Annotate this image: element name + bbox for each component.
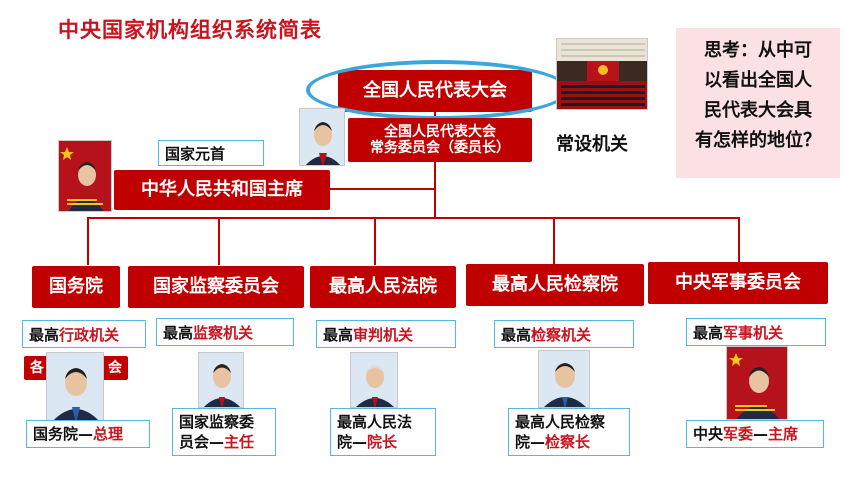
connector-president-trunk: [330, 188, 436, 190]
caption-prefix: 中央: [693, 425, 724, 443]
head-of-state-box: 国家元首: [158, 140, 264, 166]
connector-drop-4: [553, 217, 555, 265]
organ-supreme-court: 最高人民法院: [310, 266, 456, 308]
caption-prefix: 最高人民检察: [515, 413, 606, 431]
role-highlight: 检察机关: [531, 325, 592, 344]
role-box-procuratorial: 最高检察机关: [494, 320, 634, 348]
page-title: 中央国家机构组织系统简表: [58, 18, 322, 42]
leader-caption-premier: 国务院—总理: [26, 420, 150, 448]
think-line-3: 民代表大会具: [704, 100, 812, 121]
role-prefix: 最高: [501, 325, 532, 344]
supervisory-director-photo: [198, 352, 244, 408]
organ-state-council: 国务院: [32, 266, 120, 308]
role-highlight: 审判机关: [353, 325, 414, 344]
npc-standing-line2: 常务委员会（委员长）: [370, 140, 510, 156]
connector-drop-1: [87, 217, 89, 265]
organ-label: 最高人民法院: [329, 275, 437, 297]
head-of-state-label: 国家元首: [165, 144, 226, 163]
caption-prefix: 国务院—: [33, 425, 94, 443]
caption-highlight: 检察长: [545, 433, 591, 451]
connector-drop-3: [374, 217, 376, 265]
role-prefix: 最高: [323, 325, 354, 344]
connector-horizontal-bus: [87, 217, 739, 219]
caption-prefix-2: 院—: [337, 433, 368, 451]
role-box-supervisory: 最高监察机关: [156, 318, 294, 346]
president-photo: [58, 140, 112, 212]
caption-prefix-2: 院—: [515, 433, 546, 451]
organ-supreme-procuratorate: 最高人民检察院: [466, 264, 644, 306]
portrait-illustration: [539, 351, 589, 407]
role-box-administrative: 最高行政机关: [22, 320, 146, 348]
role-box-military: 最高军事机关: [686, 318, 826, 346]
organ-label: 最高人民检察院: [492, 273, 618, 295]
premier-photo: [46, 352, 104, 422]
president-box: 中华人民共和国主席: [114, 170, 330, 210]
portrait-illustration: [199, 353, 243, 407]
caption-prefix: 最高人民法: [337, 413, 413, 431]
court-president-photo: [350, 352, 398, 408]
role-box-judicial: 最高审判机关: [316, 320, 456, 348]
leader-caption-military: 中央军委—主席: [686, 420, 824, 448]
role-prefix: 最高: [693, 323, 724, 342]
ministries-left: 各: [30, 359, 44, 376]
great-hall-image: [556, 38, 648, 110]
permanent-organ-label: 常设机关: [556, 134, 628, 155]
organ-label: 国务院: [49, 275, 103, 297]
caption-highlight: 总理: [93, 425, 124, 443]
portrait-illustration: [727, 347, 787, 419]
caption-prefix-2: 员会—: [179, 433, 225, 451]
organ-label: 中央军事委员会: [675, 271, 801, 293]
think-line-1: 思考：从中可: [704, 40, 812, 61]
leader-caption-supervisory: 国家监察委 员会—主任: [172, 408, 276, 456]
caption-highlight: 院长: [367, 433, 398, 451]
role-prefix: 最高: [29, 325, 60, 344]
connector-drop-5: [738, 217, 740, 265]
caption-highlight: 军委: [723, 425, 754, 443]
npc-standing-line1: 全国人民代表大会: [384, 123, 496, 140]
role-highlight: 行政机关: [59, 325, 120, 344]
connector-drop-2: [218, 217, 220, 265]
role-highlight: 军事机关: [723, 323, 784, 342]
military-chair-photo: [726, 346, 788, 420]
think-line-2: 以看出全国人: [704, 70, 812, 91]
npc-highlight-ellipse: [306, 60, 570, 120]
think-box: 思考：从中可 以看出全国人 民代表大会具 有怎样的地位？: [676, 28, 840, 178]
portrait-illustration: [351, 353, 397, 407]
portrait-illustration: [300, 109, 344, 165]
procurator-general-photo: [538, 350, 590, 408]
standing-chair-photo: [299, 108, 345, 166]
leader-caption-procuratorate: 最高人民检察 院—检察长: [508, 408, 630, 456]
think-line-4: 有怎样的地位？: [695, 130, 821, 151]
caption-highlight: 主任: [224, 433, 255, 451]
role-highlight: 监察机关: [193, 323, 254, 342]
ministries-right: 会: [108, 359, 122, 376]
organ-label: 国家监察委员会: [153, 275, 279, 297]
organ-supervisory-commission: 国家监察委员会: [128, 266, 304, 308]
great-hall-illustration: [557, 39, 647, 109]
president-label: 中华人民共和国主席: [141, 178, 303, 200]
caption-prefix: 国家监察委: [179, 413, 255, 431]
role-prefix: 最高: [163, 323, 194, 342]
portrait-illustration: [59, 141, 111, 211]
portrait-illustration: [47, 353, 103, 421]
caption-highlight-2: 主席: [768, 425, 799, 443]
npc-standing-committee-box: 全国人民代表大会 常务委员会（委员长）: [348, 118, 532, 162]
leader-caption-court: 最高人民法 院—院长: [330, 408, 436, 456]
caption-suffix: —: [753, 425, 769, 443]
organ-military-commission: 中央军事委员会: [648, 262, 828, 304]
